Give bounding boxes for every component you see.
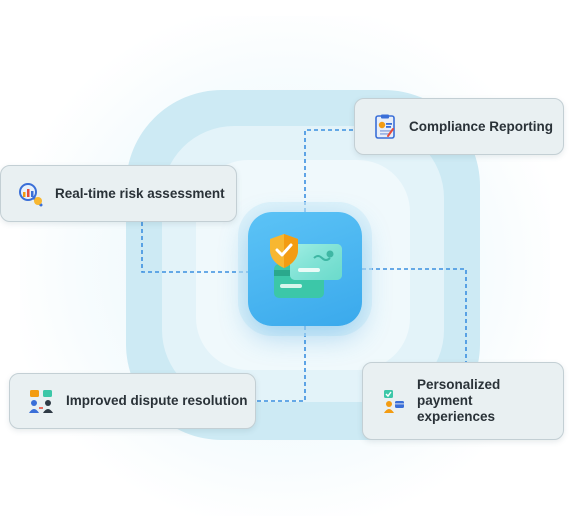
feature-label: Improved dispute resolution	[66, 393, 248, 408]
personalized-payment-icon	[383, 389, 405, 413]
connector-risk	[141, 222, 250, 273]
secure-cards-icon	[270, 234, 342, 298]
feature-label: Real-time risk assessment	[55, 185, 225, 201]
compliance-report-icon	[373, 114, 397, 140]
feature-card-compliance: Compliance Reporting	[354, 98, 564, 155]
risk-magnifier-icon	[17, 181, 43, 207]
feature-label: Compliance Reporting	[409, 118, 554, 134]
connector-personalized	[362, 268, 467, 362]
feature-label: Personalized payment experiences	[417, 377, 501, 424]
feature-card-personalized: Personalized payment experiences	[362, 362, 564, 440]
secure-payment-hub	[248, 212, 362, 326]
feature-card-risk: Real-time risk assessment	[0, 165, 237, 222]
connector-dispute	[256, 326, 306, 402]
dispute-people-icon	[28, 388, 54, 414]
connector-compliance	[304, 129, 356, 212]
feature-card-dispute: Improved dispute resolution	[9, 373, 256, 429]
